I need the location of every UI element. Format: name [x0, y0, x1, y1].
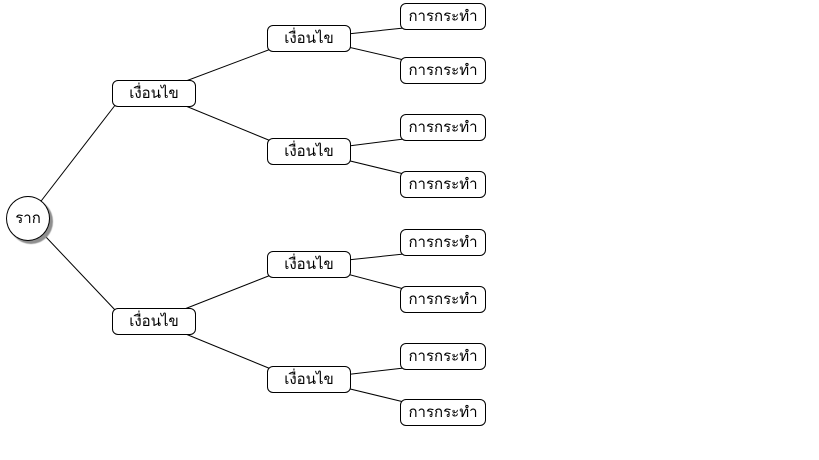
node-label: การกระทำ	[408, 349, 478, 365]
node-label: การกระทำ	[408, 235, 478, 251]
condition-node-l2-3: เงื่อนไข	[267, 251, 351, 278]
action-node-8: การกระทำ	[400, 399, 486, 426]
action-node-1: การกระทำ	[400, 3, 486, 30]
node-label: การกระทำ	[408, 405, 478, 421]
node-label: เงื่อนไข	[284, 144, 334, 160]
condition-node-l1-1: เงื่อนไข	[112, 80, 196, 107]
node-label: เงื่อนไข	[129, 86, 179, 102]
condition-node-l2-2: เงื่อนไข	[267, 138, 351, 165]
condition-node-l2-1: เงื่อนไข	[267, 25, 351, 52]
node-label: การกระทำ	[408, 177, 478, 193]
node-label: เงื่อนไข	[284, 257, 334, 273]
condition-node-l2-4: เงื่อนไข	[267, 366, 351, 393]
node-label: การกระทำ	[408, 120, 478, 136]
node-label: การกระทำ	[408, 63, 478, 79]
node-label: การกระทำ	[408, 292, 478, 308]
root-node: ราก	[6, 196, 50, 241]
node-label: เงื่อนไข	[284, 31, 334, 47]
action-node-4: การกระทำ	[400, 171, 486, 198]
node-label: การกระทำ	[408, 9, 478, 25]
node-label: เงื่อนไข	[284, 372, 334, 388]
action-node-2: การกระทำ	[400, 57, 486, 84]
action-node-5: การกระทำ	[400, 229, 486, 256]
action-node-3: การกระทำ	[400, 114, 486, 141]
edge-root-b1	[27, 103, 117, 219]
node-label: ราก	[15, 211, 41, 227]
action-node-7: การกระทำ	[400, 343, 486, 370]
action-node-6: การกระทำ	[400, 286, 486, 313]
condition-node-l1-2: เงื่อนไข	[112, 308, 196, 335]
node-label: เงื่อนไข	[129, 314, 179, 330]
